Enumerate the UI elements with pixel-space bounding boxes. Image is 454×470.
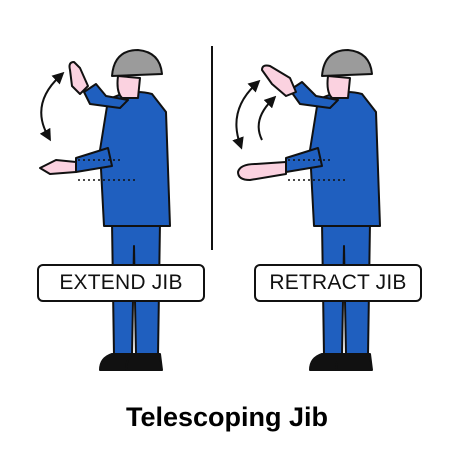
forward-hand [39,159,77,175]
forward-hand [237,161,287,181]
retract-guide-lines [288,159,346,181]
head [116,75,141,99]
boot-right [125,353,163,371]
raised-arm [289,81,339,109]
worker-figure-extend [39,49,171,371]
hardhat-icon [321,49,373,77]
torso [99,91,171,227]
torso [309,91,381,227]
figure-caption: Telescoping Jib [125,402,329,432]
raised-hand [261,64,297,97]
boot-right [335,353,373,371]
hardhat-icon [111,49,163,77]
label-retract-jib: RETRACT JIB [254,264,422,302]
rotate-arrow-icon [232,79,261,150]
rotate-arrow-icon [257,95,277,141]
head [326,75,351,99]
extend-guide-lines [78,159,136,181]
label-extend-jib: EXTEND JIB [37,264,205,302]
raised-arm [83,83,129,109]
rotate-arrow-icon [39,71,65,142]
raised-hand [68,61,89,95]
worker-figure-retract [237,49,381,371]
